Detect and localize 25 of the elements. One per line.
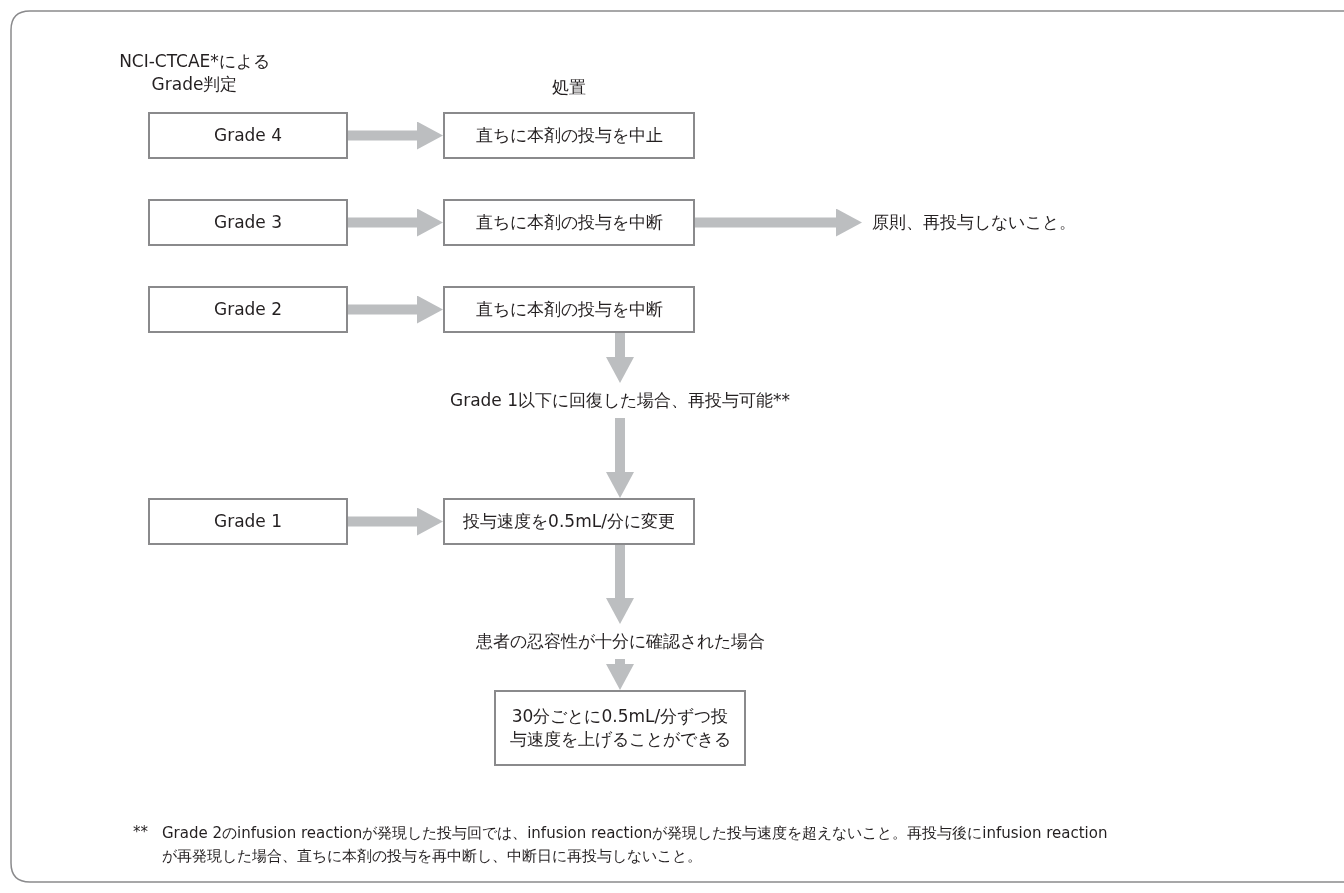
process-box: 直ちに本剤の投与を中断 — [443, 199, 695, 246]
process-box: 投与速度を0.5mL/分に変更 — [443, 498, 695, 545]
arrow — [695, 208, 862, 237]
arrow — [606, 659, 634, 690]
footnote-text: Grade 2のinfusion reactionが発現した投与回では、infusion reactionが発現した投与速度を超えないこと。再投与後にinfusion reactionが再発現した場合、直ちに本剤の投与を再中断し、中断日に再投与しないこと。 — [162, 823, 1109, 868]
footnote-mark: ** — [133, 823, 148, 841]
arrow — [606, 418, 634, 498]
process-box: 30分ごとに0.5mL/分ずつ投与速度を上げることができる — [494, 690, 746, 766]
process-box: Grade 3 — [148, 199, 348, 246]
column-heading: 処置 — [552, 76, 586, 99]
arrow — [348, 507, 443, 536]
arrow — [606, 545, 634, 624]
arrow — [348, 208, 443, 237]
column-heading: NCI-CTCAE*によるGrade判定 — [118, 50, 271, 96]
arrow — [606, 333, 634, 383]
arrow — [348, 121, 443, 150]
process-box: Grade 4 — [148, 112, 348, 159]
condition-text: 原則、再投与しないこと。 — [872, 211, 1076, 234]
condition-text: Grade 1以下に回復した場合、再投与可能** — [449, 389, 791, 412]
process-box: Grade 1 — [148, 498, 348, 545]
process-box: 直ちに本剤の投与を中止 — [443, 112, 695, 159]
arrow — [348, 295, 443, 324]
process-box: 直ちに本剤の投与を中断 — [443, 286, 695, 333]
process-box: Grade 2 — [148, 286, 348, 333]
condition-text: 患者の忍容性が十分に確認された場合 — [475, 630, 765, 653]
